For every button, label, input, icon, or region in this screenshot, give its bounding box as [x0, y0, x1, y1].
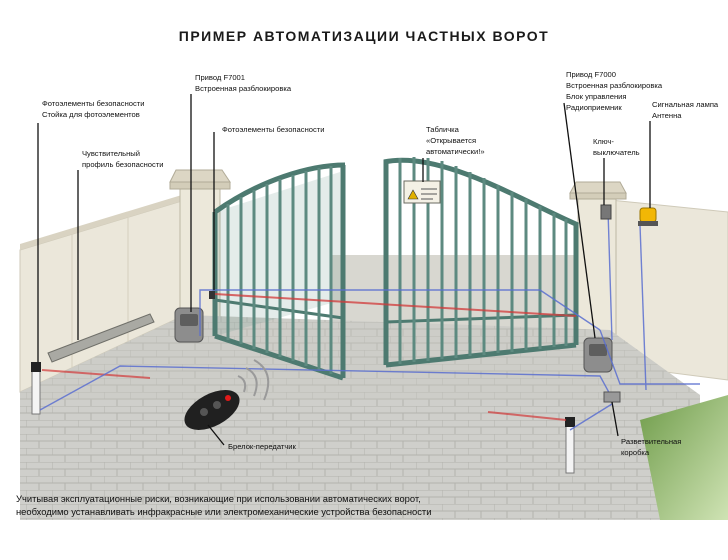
right-pillar-cap — [569, 181, 627, 194]
photocell-post-right — [565, 417, 575, 474]
left-pillar-cap — [169, 169, 231, 183]
label-line: Антенна — [652, 111, 682, 120]
grass — [640, 395, 728, 520]
label-line: Привод F7000 — [566, 70, 617, 79]
right-gate-leaf — [383, 157, 579, 368]
label-line: Блок управления — [566, 92, 627, 101]
label-line: Радиоприемник — [566, 103, 622, 112]
paving — [20, 315, 700, 520]
sensitive-profile-bar — [47, 313, 155, 363]
label-line: Стойка для фотоэлементов — [42, 110, 140, 119]
page-title: ПРИМЕР АВТОМАТИЗАЦИИ ЧАСТНЫХ ВОРОТ — [178, 28, 550, 44]
label-line: профиль безопасности — [82, 160, 164, 169]
signal-waves-icon — [237, 359, 270, 401]
label-line: Встроенная разблокировка — [195, 84, 292, 93]
label-line: коробка — [621, 448, 650, 457]
ir-beam-back — [214, 293, 577, 317]
label-line: «Открывается — [426, 136, 477, 145]
footer-line: Учитывая эксплуатационные риски, возника… — [16, 493, 421, 504]
footer-line: необходимо устанавливать инфракрасные ил… — [16, 506, 432, 517]
label-line: Сигнальная лампа — [652, 100, 719, 109]
signal-lamp-icon — [638, 207, 658, 226]
label-signal-lamp: Сигнальная лампа Антенна — [652, 99, 718, 121]
label-line: Привод F7001 — [195, 73, 246, 82]
label-line: Брелок-передатчик — [228, 442, 296, 451]
label-plate: Табличка «Открывается автоматически!» — [426, 124, 485, 157]
key-fob-icon — [184, 390, 240, 430]
label-line: Фотоэлементы безопасности — [42, 99, 145, 108]
junction-box-icon — [603, 391, 621, 403]
wiring — [39, 209, 700, 431]
drive-f7000-icon — [583, 337, 613, 373]
label-drive-f7001: Привод F7001 Встроенная разблокировка — [195, 72, 291, 94]
warning-sign-icon — [403, 180, 441, 204]
label-junction-box: Разветвительная коробка — [621, 436, 681, 458]
label-drive-f7000: Привод F7000 Встроенная разблокировка Бл… — [566, 69, 662, 113]
label-photocells-left: Фотоэлементы безопасности Стойка для фот… — [42, 98, 145, 120]
label-line: Разветвительная — [621, 437, 682, 446]
label-line: Табличка — [426, 125, 459, 134]
label-key-fob: Брелок-передатчик — [228, 441, 296, 452]
label-line: автоматически!» — [426, 147, 485, 156]
label-line: Чувствительный — [82, 149, 141, 158]
label-line: Ключ- — [593, 137, 614, 146]
drive-f7001-icon — [174, 307, 204, 343]
callout-lines — [37, 94, 651, 446]
label-line: выключатель — [593, 148, 640, 157]
footer-note: Учитывая эксплуатационные риски, возника… — [16, 492, 431, 518]
label-photocells-center: Фотоэлементы безопасности — [222, 124, 325, 135]
label-line: Встроенная разблокировка — [566, 81, 663, 90]
ir-beam-front — [41, 369, 151, 379]
photocell-post-left — [31, 362, 41, 415]
left-wall-top — [20, 194, 185, 250]
label-key-switch: Ключ- выключатель — [593, 136, 640, 158]
photocell-center-left — [209, 291, 215, 299]
label-sensitive-profile: Чувствительный профиль безопасности — [82, 148, 164, 170]
label-line: Фотоэлементы безопасности — [222, 125, 325, 134]
key-switch-icon — [600, 204, 612, 220]
